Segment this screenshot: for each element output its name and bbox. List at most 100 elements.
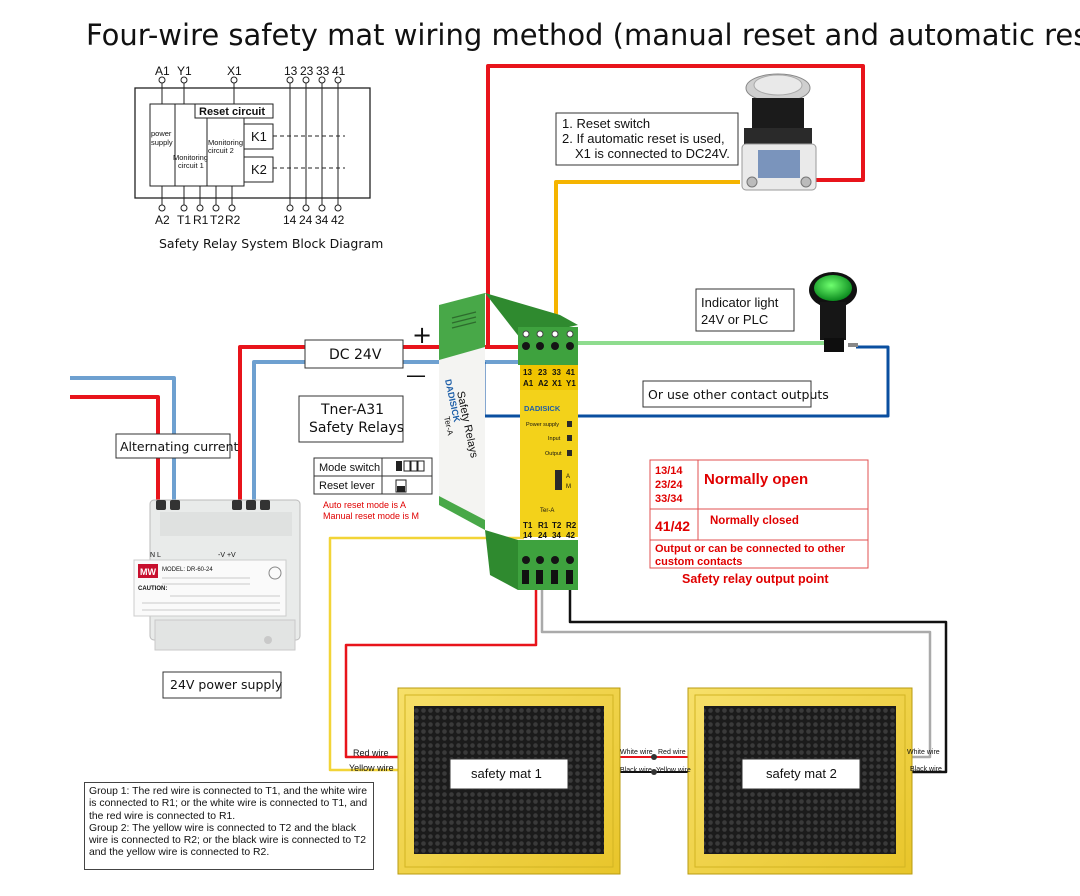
indicator-label-2: 24V or PLC bbox=[701, 312, 768, 327]
psu-vplus-label: -V +V bbox=[218, 552, 236, 559]
relay-terminal-label: 23 bbox=[538, 368, 547, 377]
mat-1-black-wire: Black wire bbox=[620, 767, 652, 774]
no-code-2: 23/24 bbox=[655, 479, 683, 491]
bottom-terminal-label: R2 bbox=[225, 213, 241, 227]
bottom-terminal-label: A2 bbox=[155, 213, 170, 227]
other-contacts-label: Or use other contact outputs bbox=[648, 387, 829, 402]
mat-2-red-wire: Red wire bbox=[658, 749, 686, 756]
mat-2-label: safety mat 2 bbox=[766, 766, 837, 781]
relay-front-logo: DADISICK bbox=[524, 404, 561, 413]
nc-code: 41/42 bbox=[655, 518, 690, 534]
reset-lever-label: Reset lever bbox=[319, 480, 375, 492]
reset-note-1: 1. Reset switch bbox=[562, 116, 650, 131]
normally-closed-label: Normally closed bbox=[710, 515, 799, 527]
mat-1-yellow-wire: Yellow wire bbox=[349, 763, 394, 773]
relay-terminal-label: R1 bbox=[538, 521, 549, 530]
top-terminal-label: A1 bbox=[155, 64, 170, 78]
relay-side-model: Ter-A bbox=[442, 416, 455, 437]
psu-logo: MW bbox=[140, 567, 156, 577]
model-label-1: Tner-A31 bbox=[320, 402, 384, 418]
other-output-2: custom contacts bbox=[655, 556, 742, 568]
safety-mat-2: safety mat 2 Red wire Yellow wire White … bbox=[656, 687, 942, 875]
relay-terminal-label: Y1 bbox=[566, 379, 576, 388]
top-terminal-label: X1 bbox=[227, 64, 242, 78]
power-supply-label-2: supply bbox=[151, 138, 173, 147]
bottom-terminal-label: 42 bbox=[331, 213, 345, 227]
diagram-title: Four-wire safety mat wiring method (manu… bbox=[86, 18, 1080, 52]
am-label-a: A bbox=[566, 474, 570, 480]
psu-model: MODEL: DR-60-24 bbox=[162, 567, 213, 573]
top-terminal-label: 13 bbox=[284, 64, 298, 78]
minus-symbol: — bbox=[406, 363, 426, 387]
manual-mode-note: Manual reset mode is M bbox=[323, 511, 419, 521]
bottom-terminal-label: 24 bbox=[299, 213, 313, 227]
top-terminal-label: Y1 bbox=[177, 64, 192, 78]
psu-nl-label: N L bbox=[150, 552, 161, 559]
mat-2-white-wire: White wire bbox=[907, 749, 940, 756]
bottom-terminal-label: 14 bbox=[283, 213, 297, 227]
power-supply-label-1: power bbox=[151, 129, 172, 138]
model-label-box bbox=[298, 395, 404, 443]
relay-terminal-label: 13 bbox=[523, 368, 532, 377]
power-supply-unit: N L -V +V MW MODEL: DR-60-24 CAUTION: 24… bbox=[133, 499, 301, 699]
led-power-label: Power supply bbox=[526, 422, 559, 428]
safety-mat-1: safety mat 1 Red wire Yellow wire White … bbox=[349, 687, 653, 875]
other-output-1: Output or can be connected to other bbox=[655, 543, 846, 555]
led-input-label: Input bbox=[548, 436, 561, 442]
no-code-3: 33/34 bbox=[655, 493, 683, 505]
group-1-note: Group 1: The red wire is connected to T1… bbox=[89, 786, 368, 822]
monitoring-2-label-1: Monitoring bbox=[208, 138, 243, 147]
k1-label: K1 bbox=[251, 129, 267, 144]
group-wiring-note: Group 1: The red wire is connected to T1… bbox=[84, 782, 374, 870]
indicator-label-1: Indicator light bbox=[701, 295, 779, 310]
indicator-box bbox=[695, 288, 795, 332]
reset-circuit-label: Reset circuit bbox=[199, 106, 265, 118]
psu-caution: CAUTION: bbox=[138, 586, 167, 592]
plus-symbol: + bbox=[412, 321, 432, 349]
relay-terminal-label: 34 bbox=[552, 531, 561, 540]
group-2-note: Group 2: The yellow wire is connected to… bbox=[89, 822, 367, 859]
bottom-terminal-label: R1 bbox=[193, 213, 209, 227]
led-output-label: Output bbox=[545, 451, 562, 457]
mat-1-red-wire: Red wire bbox=[353, 748, 389, 758]
bottom-terminal-label: T1 bbox=[177, 213, 191, 227]
relay-terminal-label: X1 bbox=[552, 379, 562, 388]
wires bbox=[70, 64, 948, 774]
mode-switch-label: Mode switch bbox=[319, 462, 380, 474]
relay-terminal-label: 14 bbox=[523, 531, 532, 540]
output-table: 13/14 23/24 33/34 Normally open 41/42 No… bbox=[649, 459, 869, 586]
mode-legend: Mode switch Reset lever Auto reset mode … bbox=[313, 457, 433, 521]
ac-label: Alternating current bbox=[120, 439, 239, 454]
relay-terminal-label: A2 bbox=[538, 379, 549, 388]
bottom-terminal-label: 34 bbox=[315, 213, 329, 227]
relay-terminal-label: 42 bbox=[566, 531, 575, 540]
reset-note-3: X1 is connected to DC24V. bbox=[575, 146, 730, 161]
model-label-2: Safety Relays bbox=[309, 420, 404, 436]
dc-24v-box bbox=[304, 339, 404, 369]
relay-terminal-label: 24 bbox=[538, 531, 547, 540]
top-terminal-label: 33 bbox=[316, 64, 330, 78]
relay-terminal-label: T1 bbox=[523, 521, 533, 530]
bottom-terminal-label: T2 bbox=[210, 213, 224, 227]
relay-ter-label: Ter-A bbox=[540, 508, 554, 514]
ac-label-box bbox=[115, 433, 231, 459]
reset-note-box bbox=[555, 112, 739, 166]
relay-terminal-label: T2 bbox=[552, 521, 562, 530]
top-terminal-label: 23 bbox=[300, 64, 314, 78]
dc-24v-label: DC 24V bbox=[329, 347, 382, 363]
mat-1-white-wire: White wire bbox=[620, 749, 653, 756]
psu-label: 24V power supply bbox=[170, 677, 283, 692]
reset-switch bbox=[741, 73, 817, 191]
other-contacts-box bbox=[642, 380, 812, 408]
relay-terminal-label: A1 bbox=[523, 379, 534, 388]
relay-terminal-label: 41 bbox=[566, 368, 575, 377]
mat-1-label: safety mat 1 bbox=[471, 766, 542, 781]
no-code-1: 13/14 bbox=[655, 465, 683, 477]
